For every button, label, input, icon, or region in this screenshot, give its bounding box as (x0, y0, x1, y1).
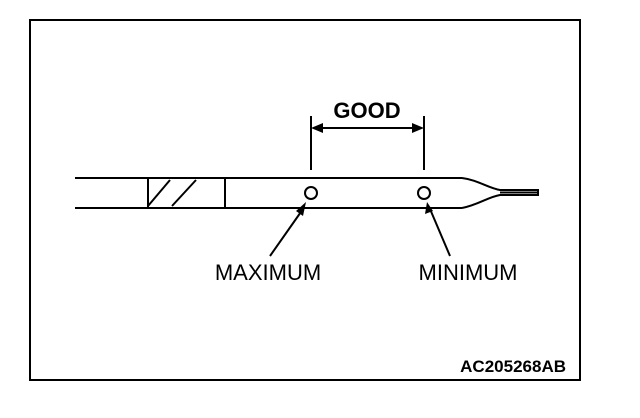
max-level-label: MAXIMUM (215, 260, 321, 285)
min-level-label: MINIMUM (419, 260, 518, 285)
good-range-indicator (310, 116, 425, 170)
good-range-label: GOOD (333, 98, 400, 123)
min-pointer-arrowhead (425, 202, 433, 214)
grip-hatch-1 (147, 179, 171, 207)
min-pointer-line (429, 208, 451, 257)
good-range-arrowhead-left (311, 123, 323, 133)
good-range-arrowhead-right (412, 123, 424, 133)
figure-code: AC205268AB (460, 357, 566, 376)
min-level-hole (417, 186, 431, 200)
max-level-hole (304, 186, 318, 200)
max-pointer-line (269, 208, 304, 257)
figure-frame (29, 19, 581, 381)
grip-hatch-2 (171, 179, 197, 207)
max-pointer-arrowhead (296, 202, 306, 216)
dipstick (75, 177, 539, 209)
